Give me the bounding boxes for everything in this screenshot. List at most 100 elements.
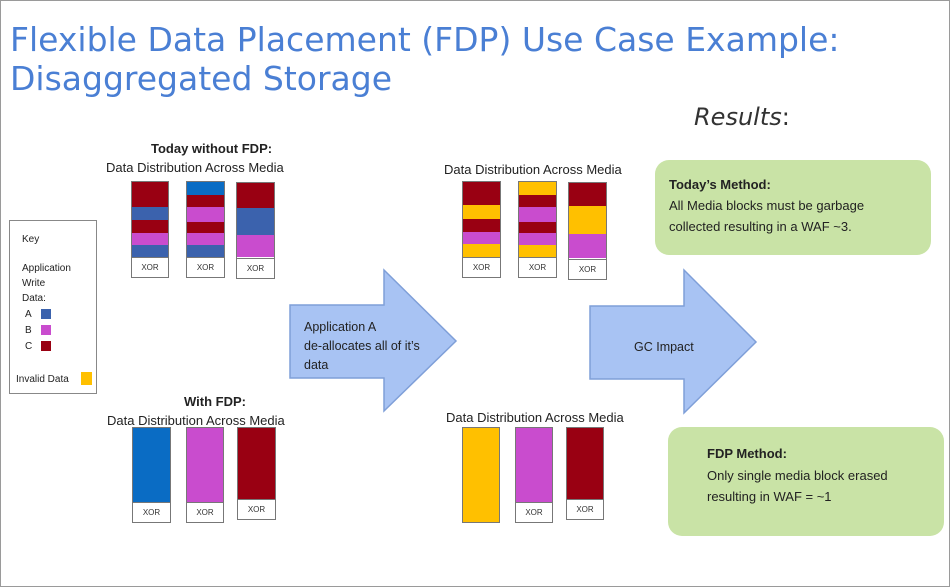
segment-a [133,428,170,502]
fdp-method-box: FDP Method: Only single media block eras… [668,427,944,536]
slide-title: Flexible Data Placement (FDP) Use Case E… [10,20,930,98]
after-fdp-media-block-b: XOR [515,427,553,523]
segment-c [238,428,275,499]
results-colon: : [781,103,790,131]
segment-c [187,222,224,233]
todays-method-box: Today’s Method: All Media blocks must be… [655,160,931,255]
title-line-1: Flexible Data Placement (FDP) Use Case E… [10,20,840,59]
key-invalid-label: Invalid Data [16,374,69,385]
segment-invalid [463,244,500,257]
segment-c [567,428,603,499]
key-app-write-line3: Data: [22,293,46,304]
with-fdp-heading: With FDP: [184,394,246,409]
segment-invalid [519,245,556,257]
segment-b [187,428,223,502]
xor-label: XOR [567,499,603,519]
todays-method-heading: Today’s Method: [669,177,771,192]
arrow1-line1: Application A [304,320,377,334]
today-media-block-2: XOR [186,181,225,278]
segment-b [569,234,606,258]
with-fdp-subheading: Data Distribution Across Media [107,413,285,428]
segment-c [132,220,168,233]
key-app-write-line2: Write [22,278,46,289]
segment-b [463,232,500,244]
key-c-swatch [41,341,51,351]
arrow1-line2: de-allocates all of it’s [304,339,420,353]
segment-b [187,207,224,222]
key-legend: Key Application Write Data: A B C Invali… [9,220,97,394]
xor-label: XOR [132,257,168,277]
segment-a [132,245,168,257]
key-c-label: C [25,341,33,352]
todays-method-line2: collected resulting in a WAF ~3. [669,219,852,234]
segment-b [237,235,274,257]
today-media-block-1: XOR [131,181,169,278]
fdp-method-line2: resulting in WAF = ~1 [707,489,832,504]
segment-a [237,219,274,235]
xor-label: XOR [237,258,274,278]
segment-c [237,183,274,208]
segment-c [569,183,606,206]
after-fdp-media-block-c: XOR [566,427,604,520]
segment-a [237,208,274,219]
segment-c [463,182,500,205]
key-title: Key [22,234,40,245]
xor-label: XOR [516,502,552,522]
deallocate-arrow-shape [289,268,458,413]
xor-label: XOR [569,259,606,279]
segment-b [516,428,552,502]
after-today-media-block-2: XOR [518,181,557,278]
segment-c [463,219,500,232]
todays-method-line1: All Media blocks must be garbage [669,198,865,213]
after-today-media-block-3: XOR [568,182,607,280]
segment-c [519,195,556,207]
gc-impact-arrow [589,268,758,415]
fdp-media-block-c: XOR [237,427,276,520]
segment-b [519,233,556,245]
segment-c [132,182,168,207]
today-media-block-3: XOR [236,182,275,279]
gc-impact-label: GC Impact [634,340,694,354]
after-today-subheading: Data Distribution Across Media [444,162,622,177]
today-subheading: Data Distribution Across Media [106,160,284,175]
segment-b [519,207,556,222]
key-b-label: B [25,325,32,336]
segment-a [187,245,224,257]
key-a-label: A [25,309,32,320]
segment-invalid [519,182,556,195]
segment-b [187,233,224,245]
title-line-2: Disaggregated Storage [10,59,392,98]
segment-a [132,207,168,220]
xor-label: XOR [187,502,223,522]
after-fdp-media-block-invalid [462,427,500,523]
segment-c [187,195,224,207]
deallocate-arrow [289,268,458,413]
arrow1-line3: data [304,358,329,372]
gc-impact-arrow-shape [589,268,758,415]
xor-label: XOR [133,502,170,522]
segment-a [187,182,224,195]
segment-b [132,233,168,245]
today-heading: Today without FDP: [151,141,273,156]
segment-invalid [569,206,606,234]
after-fdp-subheading: Data Distribution Across Media [446,410,624,425]
segment-invalid [463,428,499,522]
xor-label: XOR [187,257,224,277]
fdp-media-block-b: XOR [186,427,224,523]
xor-label: XOR [519,257,556,277]
after-today-media-block-1: XOR [462,181,501,278]
key-app-write-line1: Application [22,263,71,274]
key-invalid-swatch [81,372,92,385]
fdp-method-heading: FDP Method: [707,446,787,461]
deallocate-arrow-text: Application A de-allocates all of it’s d… [304,318,420,375]
results-label: Results [694,103,782,131]
segment-c [519,222,556,233]
segment-invalid [463,205,500,219]
fdp-media-block-a: XOR [132,427,171,523]
fdp-method-line1: Only single media block erased [707,468,888,483]
results-heading: Results: [694,103,790,131]
key-b-swatch [41,325,51,335]
key-a-swatch [41,309,51,319]
xor-label: XOR [238,499,275,519]
xor-label: XOR [463,257,500,277]
